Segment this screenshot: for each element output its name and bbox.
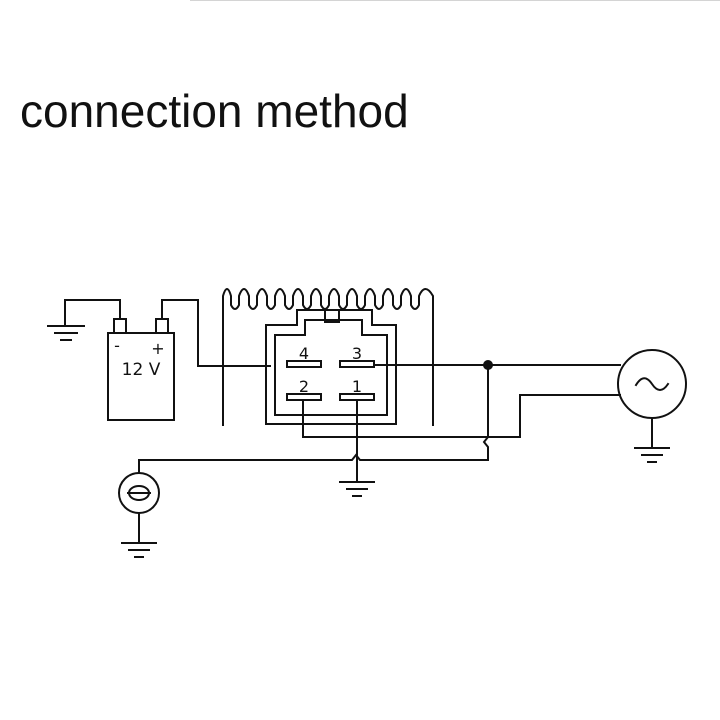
lamp-icon bbox=[118, 472, 160, 514]
battery-body bbox=[107, 332, 175, 421]
ground-icon bbox=[121, 542, 157, 558]
top-border-line bbox=[190, 0, 720, 1]
wire-junction-down bbox=[482, 364, 489, 461]
wire-lamp bbox=[138, 453, 489, 473]
battery-voltage-label: 12 V bbox=[122, 360, 161, 380]
battery-minus-label: - bbox=[114, 336, 120, 355]
battery-plus-label: + bbox=[151, 339, 164, 358]
pin-label-4: 4 bbox=[299, 344, 309, 363]
regulator-connector-outer bbox=[265, 309, 397, 425]
pin-label-2: 2 bbox=[299, 377, 309, 396]
junction-dot-icon bbox=[483, 360, 493, 370]
regulator-icon bbox=[222, 288, 434, 426]
pin-label-3: 3 bbox=[352, 344, 362, 363]
pin-label-1: 1 bbox=[352, 377, 362, 396]
ac-generator-icon bbox=[617, 349, 687, 419]
wire-generator-second bbox=[302, 394, 621, 438]
ground-icon bbox=[47, 325, 85, 341]
regulator-connector-key bbox=[324, 309, 340, 323]
wire-battery-plus bbox=[161, 299, 271, 367]
wire-battery-minus bbox=[64, 299, 121, 327]
pin-slot-4 bbox=[286, 360, 322, 368]
ground-icon bbox=[634, 447, 670, 463]
battery-positive-terminal bbox=[155, 318, 169, 334]
battery-negative-terminal bbox=[113, 318, 127, 334]
regulator-connector-inner bbox=[274, 319, 388, 416]
page-title: connection method bbox=[20, 85, 409, 137]
ground-icon bbox=[339, 481, 375, 497]
